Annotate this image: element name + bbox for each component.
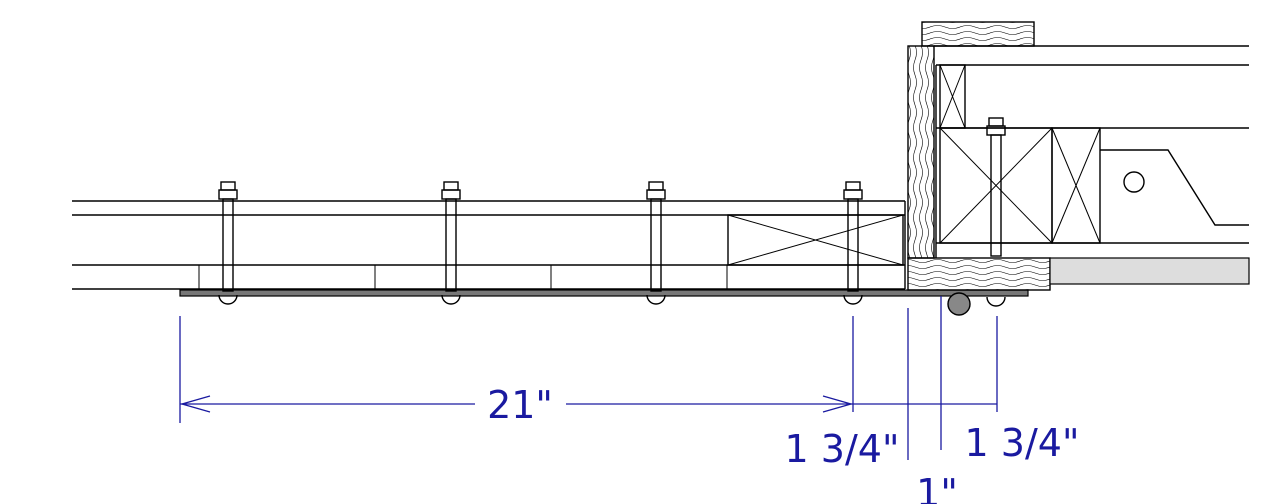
bolt-5 [986,117,1006,307]
bolt-4 [843,181,863,305]
top-cap-block [921,21,1035,47]
dim-1-3-4-left-label: 1 3/4" [785,427,900,471]
roller [947,292,971,316]
bolt-1 [218,181,238,305]
dim-1-3-4-right-label: 1 3/4" [965,421,1080,465]
right-frame [934,45,1249,258]
dimension-lines [179,296,998,460]
left-blocking-x [727,214,904,266]
bolt-3 [646,181,666,305]
left-panel [72,200,906,290]
bottom-sill [907,257,1051,291]
vertical-post [907,45,935,259]
dim-21-label: 21" [487,383,553,427]
dim-1-label: 1" [916,471,958,504]
gray-skid [1049,257,1250,285]
bottom-plate [179,289,1029,297]
bolts [218,117,1006,307]
bolt-2 [441,181,461,305]
